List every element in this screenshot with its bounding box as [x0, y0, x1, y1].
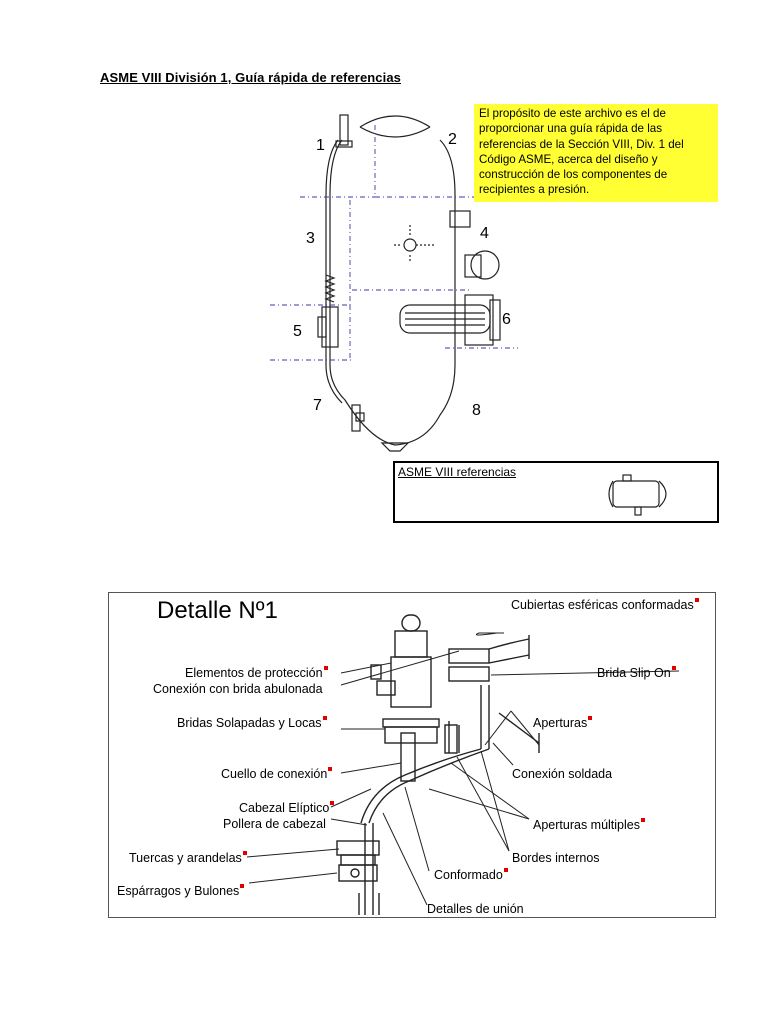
label-bordes: Bordes internos	[512, 851, 600, 865]
label-conformado: Conformado	[434, 868, 508, 882]
label-cabezal: Cabezal Elíptico	[239, 801, 334, 815]
detail-drawing	[246, 614, 680, 915]
label-cuello: Cuello de conexión	[221, 767, 332, 781]
vessel-thumbnail-icon	[608, 474, 667, 516]
zone-label: 3	[306, 230, 315, 247]
vessel-overview-figure: 1 2 3 4 5 6 7 8	[260, 95, 560, 470]
vessel-drawing	[270, 114, 518, 452]
references-link[interactable]: ASME VIII referencias	[398, 465, 517, 479]
label-proteccion: Elementos de protección	[185, 666, 328, 680]
detail-1-figure: Detalle Nº1	[108, 592, 716, 918]
label-solapadas: Bridas Solapadas y Locas	[177, 716, 327, 730]
label-brida-abulonada: Conexión con brida abulonada	[153, 682, 323, 696]
zone-label: 5	[293, 323, 302, 340]
page-title: ASME VIII División 1, Guía rápida de ref…	[100, 70, 402, 85]
zone-label: 8	[472, 402, 481, 419]
label-aperturas: Aperturas	[533, 716, 592, 730]
zone-label: 6	[502, 311, 511, 328]
label-slip-on: Brida Slip On	[597, 666, 676, 680]
label-pollera: Pollera de cabezal	[223, 817, 326, 831]
zone-label: 4	[480, 225, 489, 242]
zone-label: 1	[316, 137, 325, 154]
zone-label: 7	[313, 397, 322, 414]
label-tuercas: Tuercas y arandelas	[129, 851, 247, 865]
label-soldada: Conexión soldada	[512, 767, 613, 781]
detail-title: Detalle Nº1	[157, 597, 278, 624]
label-esparragos: Espárragos y Bulones	[117, 884, 244, 898]
purpose-note: El propósito de este archivo es el de pr…	[474, 104, 718, 202]
label-cubiertas: Cubiertas esféricas conformadas	[511, 598, 699, 612]
zone-label: 2	[448, 131, 457, 148]
label-union: Detalles de unión	[427, 902, 524, 916]
references-link-box[interactable]: ASME VIII referencias	[393, 461, 719, 523]
label-multiples: Aperturas múltiples	[533, 818, 645, 832]
